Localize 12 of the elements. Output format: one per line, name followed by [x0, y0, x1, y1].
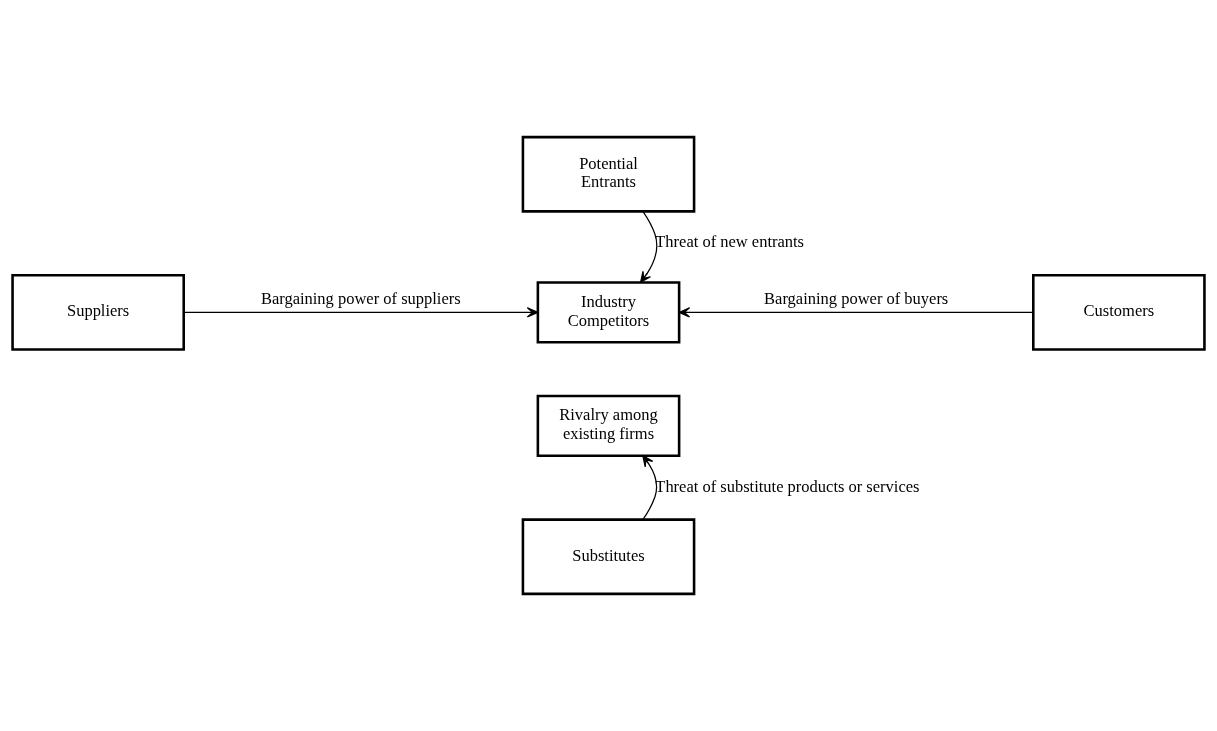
- node-box: Rivalry among existing firms: [536, 394, 681, 457]
- node-box: Substitutes: [521, 518, 696, 596]
- arrow: [642, 455, 658, 520]
- node-box: Potential Entrants: [521, 135, 696, 213]
- node-box: Industry Competitors: [536, 281, 681, 344]
- arrow: [678, 307, 1034, 318]
- arrow: [183, 307, 539, 318]
- edge-label: Bargaining power of buyers: [764, 288, 949, 308]
- edge-label: Bargaining power of suppliers: [260, 288, 461, 308]
- arrow: [640, 211, 658, 283]
- node-box: Customers: [1032, 274, 1206, 351]
- node-box: Suppliers: [11, 274, 185, 351]
